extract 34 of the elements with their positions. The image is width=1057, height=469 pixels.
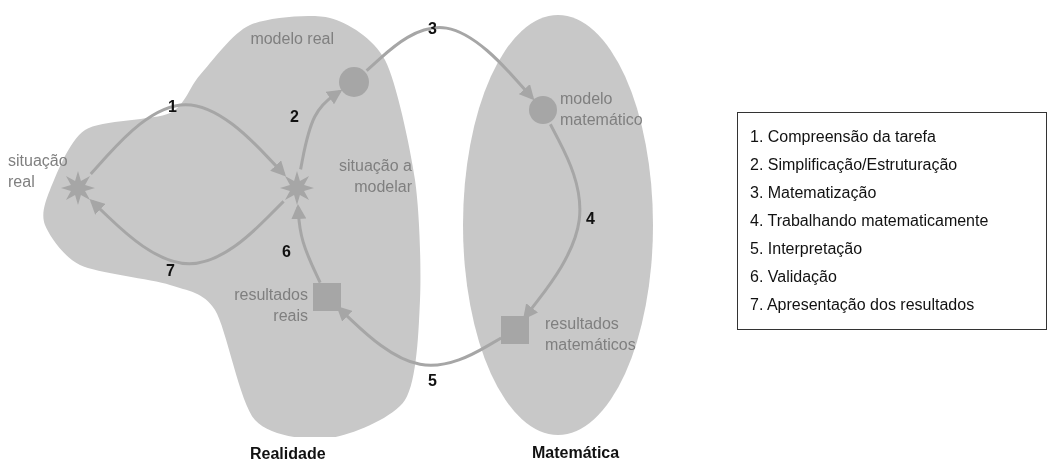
edge-label: 6 — [282, 243, 291, 261]
arrow — [89, 199, 285, 266]
region-heading: Matemática — [532, 444, 620, 462]
circle-shape — [337, 65, 371, 99]
edge-label: 1 — [168, 98, 177, 116]
list-item: 1. Compreensão da tarefa — [750, 127, 937, 147]
list-item: 6. Validação — [750, 267, 838, 287]
region-heading: Realidade — [250, 445, 326, 463]
arrow — [299, 89, 343, 170]
list-item: 7. Apresentação dos resultados — [750, 295, 976, 315]
circle-shape — [527, 94, 559, 126]
edge-label: 4 — [586, 210, 595, 228]
node-label: modelo real — [249, 29, 334, 49]
node-label: modelo matemático — [560, 89, 644, 130]
edge-label: 2 — [290, 108, 299, 126]
node-label: situação real — [8, 151, 69, 192]
arrow — [522, 123, 582, 320]
edge-label: 5 — [428, 372, 437, 390]
arrow — [336, 305, 502, 367]
edge-label: 3 — [428, 20, 437, 38]
numbered-list-panel — [737, 112, 1047, 330]
list-item: 3. Matematização — [750, 183, 878, 203]
edge-label: 7 — [166, 262, 175, 280]
node-label: situação a modelar — [338, 156, 412, 197]
node-label: resultados reais — [233, 285, 308, 326]
arrow — [365, 26, 535, 101]
arrow — [291, 203, 322, 284]
list-item: 5. Interpretação — [750, 239, 864, 259]
list-item: 2. Simplificação/Estruturação — [750, 155, 959, 175]
square-shape — [499, 314, 531, 346]
arrow — [89, 103, 286, 177]
node-label: resultados matemáticos — [545, 314, 637, 355]
square-shape — [311, 281, 343, 313]
list-item: 4. Trabalhando matematicamente — [750, 211, 990, 231]
